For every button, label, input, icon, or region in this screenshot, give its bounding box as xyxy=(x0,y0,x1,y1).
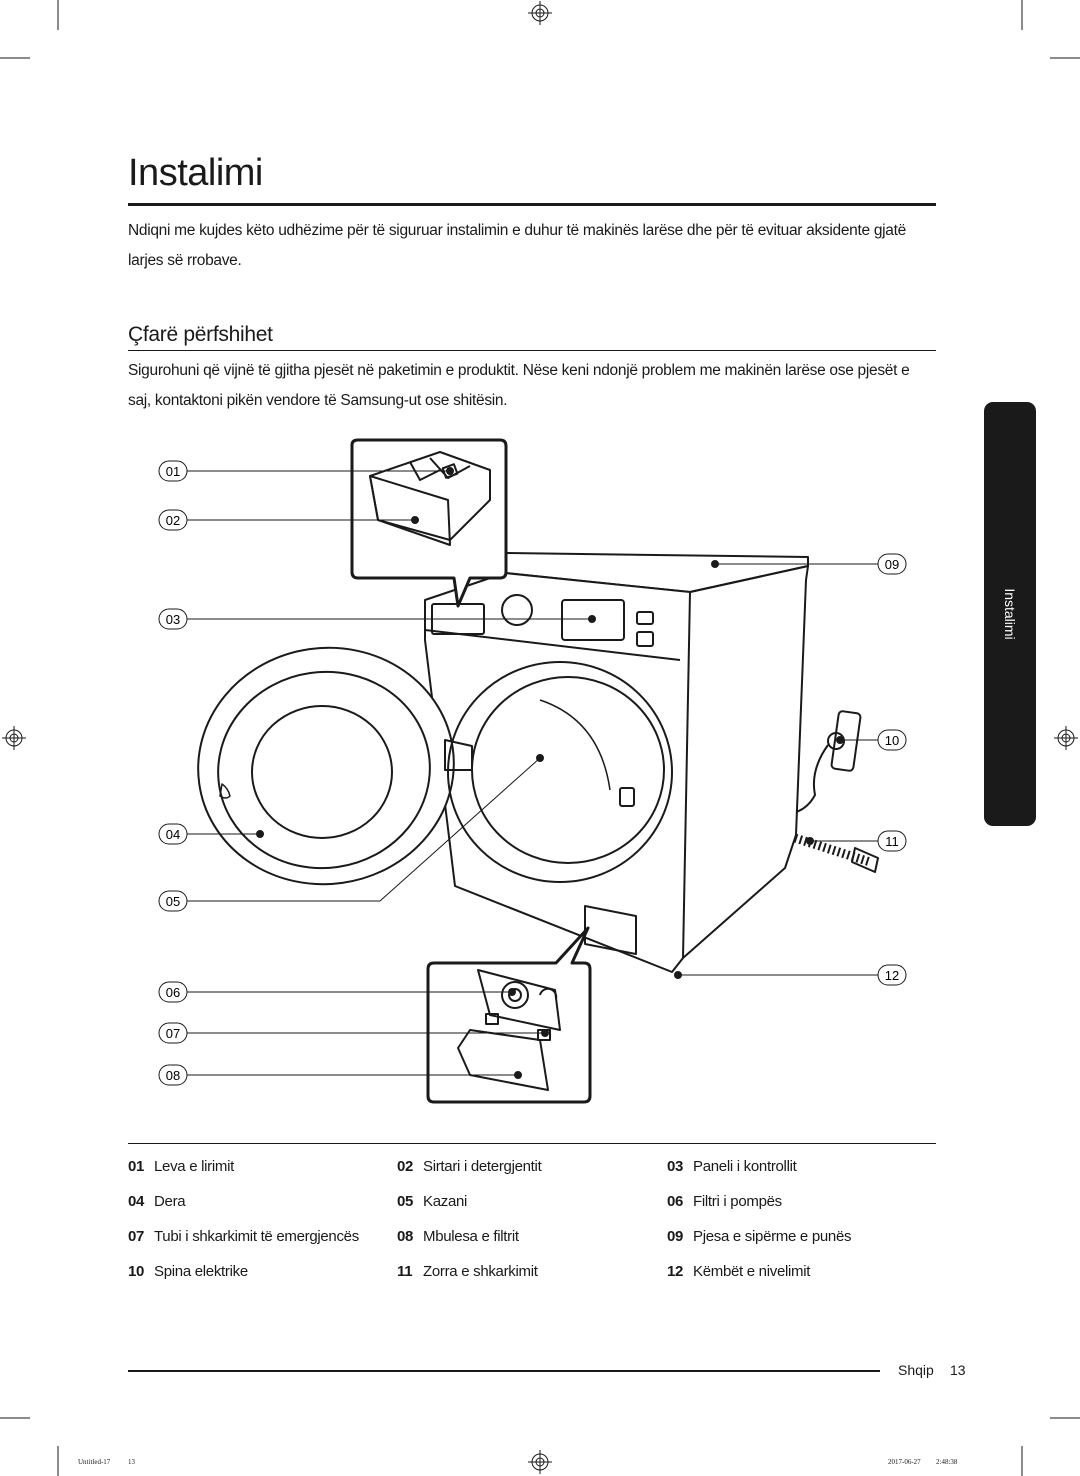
callout-badge-07 xyxy=(158,1022,188,1044)
callout-07: 07 xyxy=(166,1026,180,1041)
drain-hose-end xyxy=(851,847,879,873)
door-latch xyxy=(619,787,635,807)
callout-badges: 01 02 03 04 05 06 07 08 09 10 11 12 xyxy=(158,460,907,1086)
print-file-name: Untitled-17 xyxy=(78,1458,111,1466)
callout-02: 02 xyxy=(166,513,180,528)
print-date: 2017-06-27 xyxy=(888,1458,921,1466)
door-ring xyxy=(217,670,431,870)
callout-08: 08 xyxy=(166,1068,180,1083)
print-page: 13 xyxy=(128,1458,135,1466)
registration-mark-top xyxy=(528,1,552,25)
chapter-side-tab[interactable]: Instalimi xyxy=(984,402,1036,826)
drum-rim xyxy=(539,699,611,791)
print-time: 2:48:38 xyxy=(936,1458,958,1466)
callout-badge-05 xyxy=(158,890,188,912)
callout-badge-01 xyxy=(158,460,188,482)
drain-hose xyxy=(793,833,872,867)
drawer-compartment-1 xyxy=(409,461,441,481)
section-title: Çfarë përfshihet xyxy=(128,323,273,346)
intro-paragraph: Ndiqni me kujdes këto udhëzime për të si… xyxy=(128,222,906,269)
pump-filter-inner xyxy=(508,988,522,1002)
callout-12: 12 xyxy=(885,968,899,983)
power-cable xyxy=(795,744,829,813)
program-dial xyxy=(501,594,533,626)
callout-05: 05 xyxy=(166,894,180,909)
callout-badge-04 xyxy=(158,823,188,845)
filter-callout-box xyxy=(426,926,592,1104)
callout-badge-11 xyxy=(877,830,907,852)
callout-badge-02 xyxy=(158,509,188,531)
callout-11: 11 xyxy=(885,834,899,849)
wall-socket xyxy=(830,710,862,772)
machine-front-outline xyxy=(424,572,691,973)
callout-badge-12 xyxy=(877,964,907,986)
page-number: 13 xyxy=(950,1362,966,1378)
callout-badge-03 xyxy=(158,608,188,630)
door-handle xyxy=(219,783,231,799)
display-window xyxy=(561,599,625,641)
footer-rule xyxy=(128,1370,880,1372)
filter-housing xyxy=(477,969,561,1031)
plug-head xyxy=(827,732,845,750)
page-title: Instalimi xyxy=(128,152,263,194)
washing-machine-diagram: 01 02 03 04 05 06 07 08 09 10 11 12 xyxy=(158,438,907,1104)
legend-rule xyxy=(128,1143,936,1144)
callout-10: 10 xyxy=(885,733,899,748)
pump-filter-cap xyxy=(501,981,529,1009)
registration-mark-bottom xyxy=(528,1450,552,1474)
callout-04: 04 xyxy=(166,827,180,842)
drum-opening-inner xyxy=(471,676,665,864)
drum-opening-outer xyxy=(447,661,673,883)
callout-09: 09 xyxy=(885,557,899,572)
callout-06: 06 xyxy=(166,985,180,1000)
registration-mark-left xyxy=(2,726,26,750)
panel-button-2 xyxy=(636,631,654,647)
door-glass xyxy=(251,705,393,839)
emergency-drain-tube xyxy=(539,987,558,1000)
title-rule xyxy=(128,203,936,206)
door-outer xyxy=(197,646,455,886)
callout-badge-06 xyxy=(158,981,188,1003)
machine-side-outline xyxy=(682,565,809,959)
drawer-release-lever xyxy=(441,463,459,479)
callout-badge-09 xyxy=(877,553,907,575)
side-tab-label: Instalimi xyxy=(1002,588,1018,640)
footer-language: Shqip xyxy=(898,1362,934,1378)
cover-tab-left xyxy=(485,1013,499,1025)
callout-badge-10 xyxy=(877,729,907,751)
callout-badge-08 xyxy=(158,1064,188,1086)
panel-button-1 xyxy=(636,611,654,625)
registration-mark-right xyxy=(1054,726,1078,750)
callout-01: 01 xyxy=(166,464,180,479)
drawer-front xyxy=(369,475,451,546)
section-rule xyxy=(128,350,936,351)
filter-cover xyxy=(457,1029,549,1091)
section-paragraph: Sigurohuni që vijnë të gjitha pjesët në … xyxy=(128,362,910,409)
callout-03: 03 xyxy=(166,612,180,627)
